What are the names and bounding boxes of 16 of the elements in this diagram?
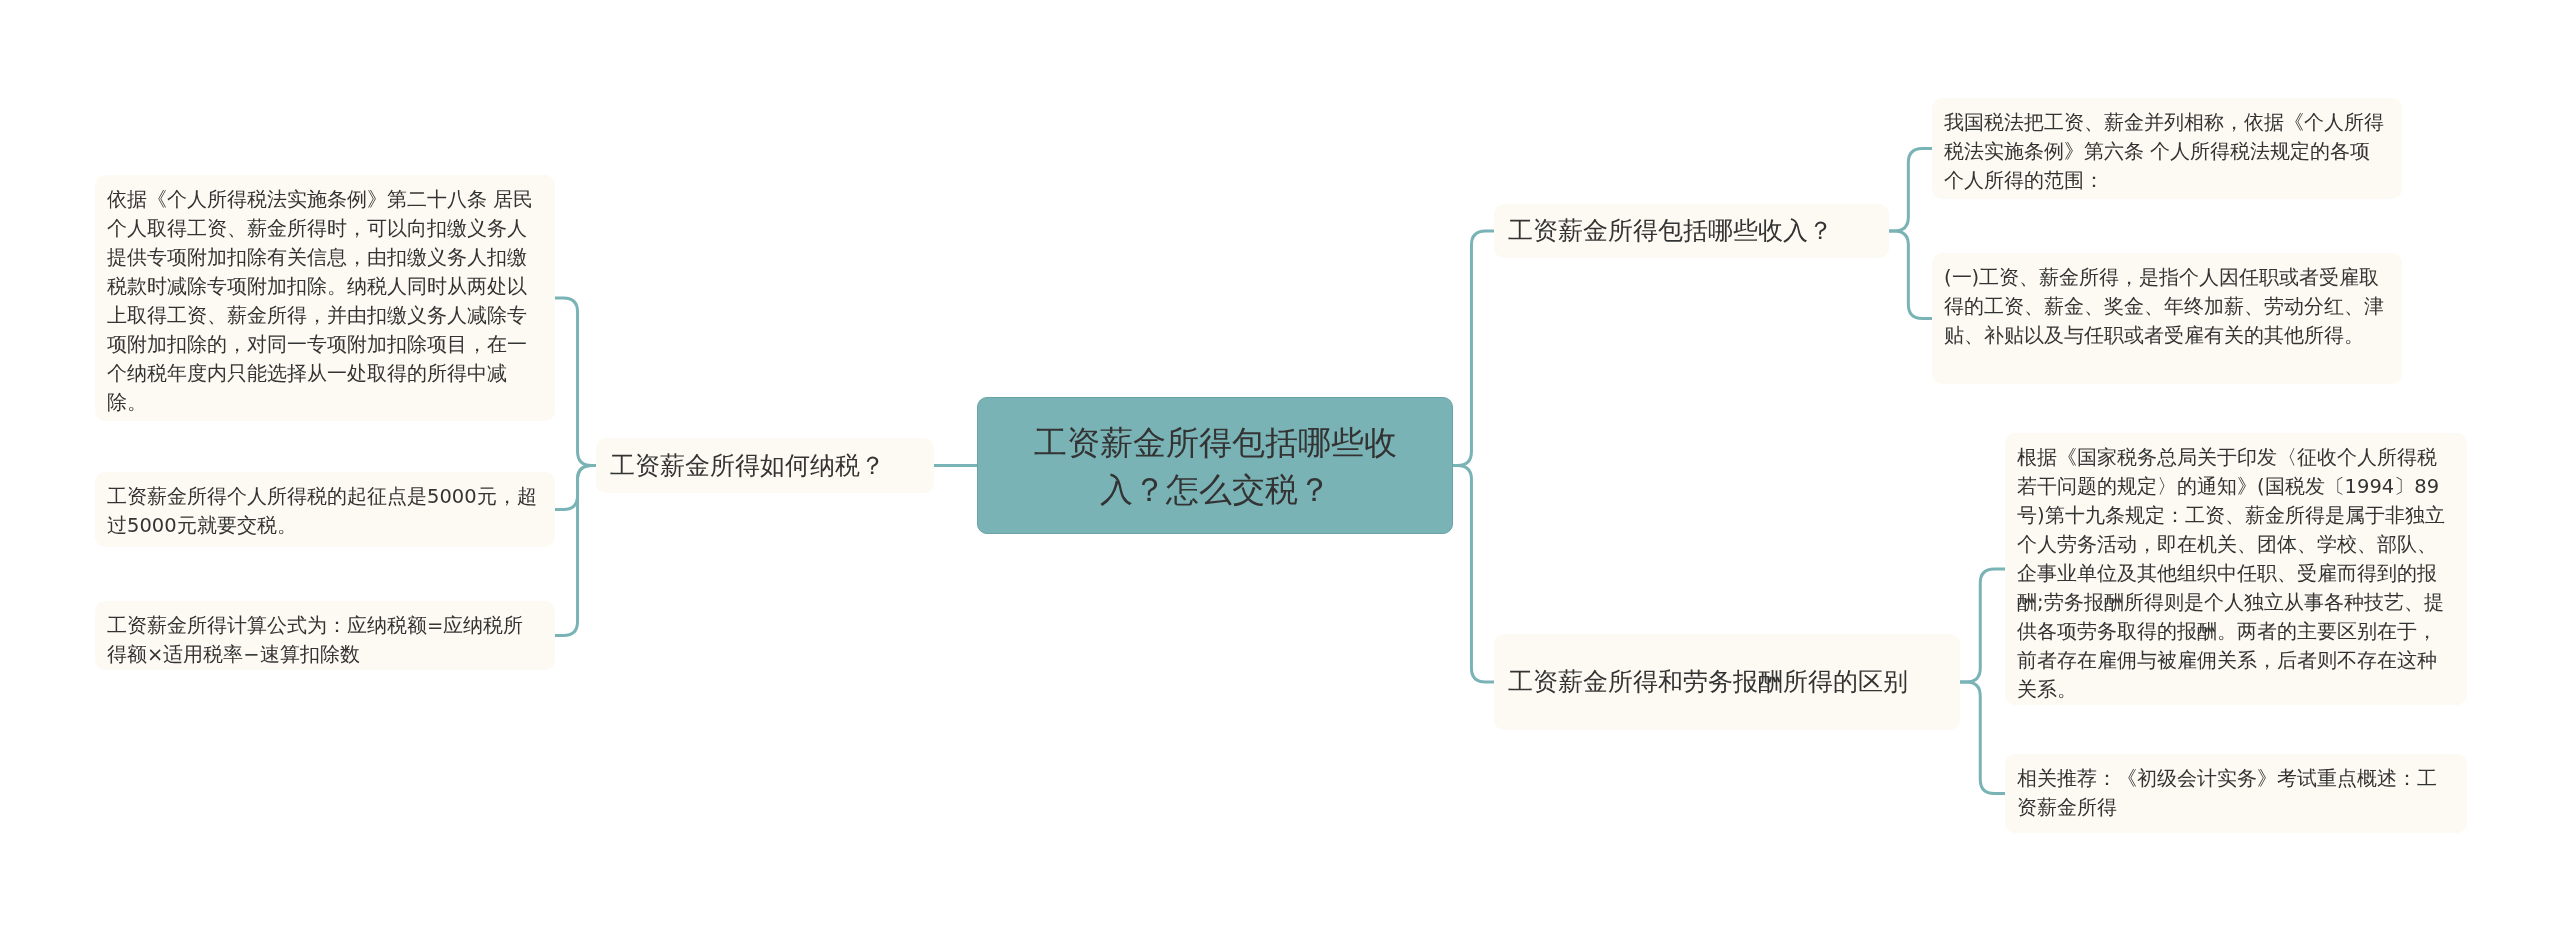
note-box: 工资薪金所得个人所得税的起征点是5000元，超过5000元就要交税。 [95,472,555,547]
note-box: 依据《个人所得税法实施条例》第二十八条 居民个人取得工资、薪金所得时，可以向扣缴义务人提供专项附加扣除有关信息，由扣缴义务人扣缴税款时减除专项附加扣除。纳税人同时从两处以上取得工资、薪金所得，并由扣缴义务人减除专项附加扣除的，对同一专项附加扣除项目，在一个纳税年度内只能选择从一处取得的所得中减除。 [95,175,555,421]
connector-line [1889,229,1932,320]
note-box: 根据《国家税务总局关于印发〈征收个人所得税若干问题的规定〉的通知》(国税发〔1994〕89号)第十九条规定：工资、薪金所得是属于非独立个人劳务活动，即在机关、团体、学校、部队、企事业单位及其他组织中任职、受雇而得到的报酬;劳务报酬所得则是个人独立从事各种技艺、提供各项劳务取得的报酬。两者的主要区别在于，前者存在雇佣与被雇佣关系，后者则不存在这种关系。 [2005,433,2467,705]
topic-box: 工资薪金所得包括哪些收入？ [1494,204,1889,258]
connector-line [934,464,977,467]
central-topic-box: 工资薪金所得包括哪些收入？怎么交税？ [977,397,1453,534]
connector-line [555,464,596,637]
topic-box: 工资薪金所得和劳务报酬所得的区别 [1494,634,1960,730]
note-box: 我国税法把工资、薪金并列相称，依据《个人所得税法实施条例》第六条 个人所得税法规定的各项个人所得的范围： [1932,98,2402,199]
note-box: 相关推荐：《初级会计实务》考试重点概述：工资薪金所得 [2005,754,2467,833]
connector-line [1453,464,1494,684]
connector-line [1960,680,2005,795]
note-box: 工资薪金所得计算公式为：应纳税额=应纳税所得额×适用税率−速算扣除数 [95,601,555,670]
topic-box: 工资薪金所得如何纳税？ [596,438,934,493]
note-box: (一)工资、薪金所得，是指个人因任职或者受雇取得的工资、薪金、奖金、年终加薪、劳动分红、津贴、补贴以及与任职或者受雇有关的其他所得。 [1932,253,2402,384]
